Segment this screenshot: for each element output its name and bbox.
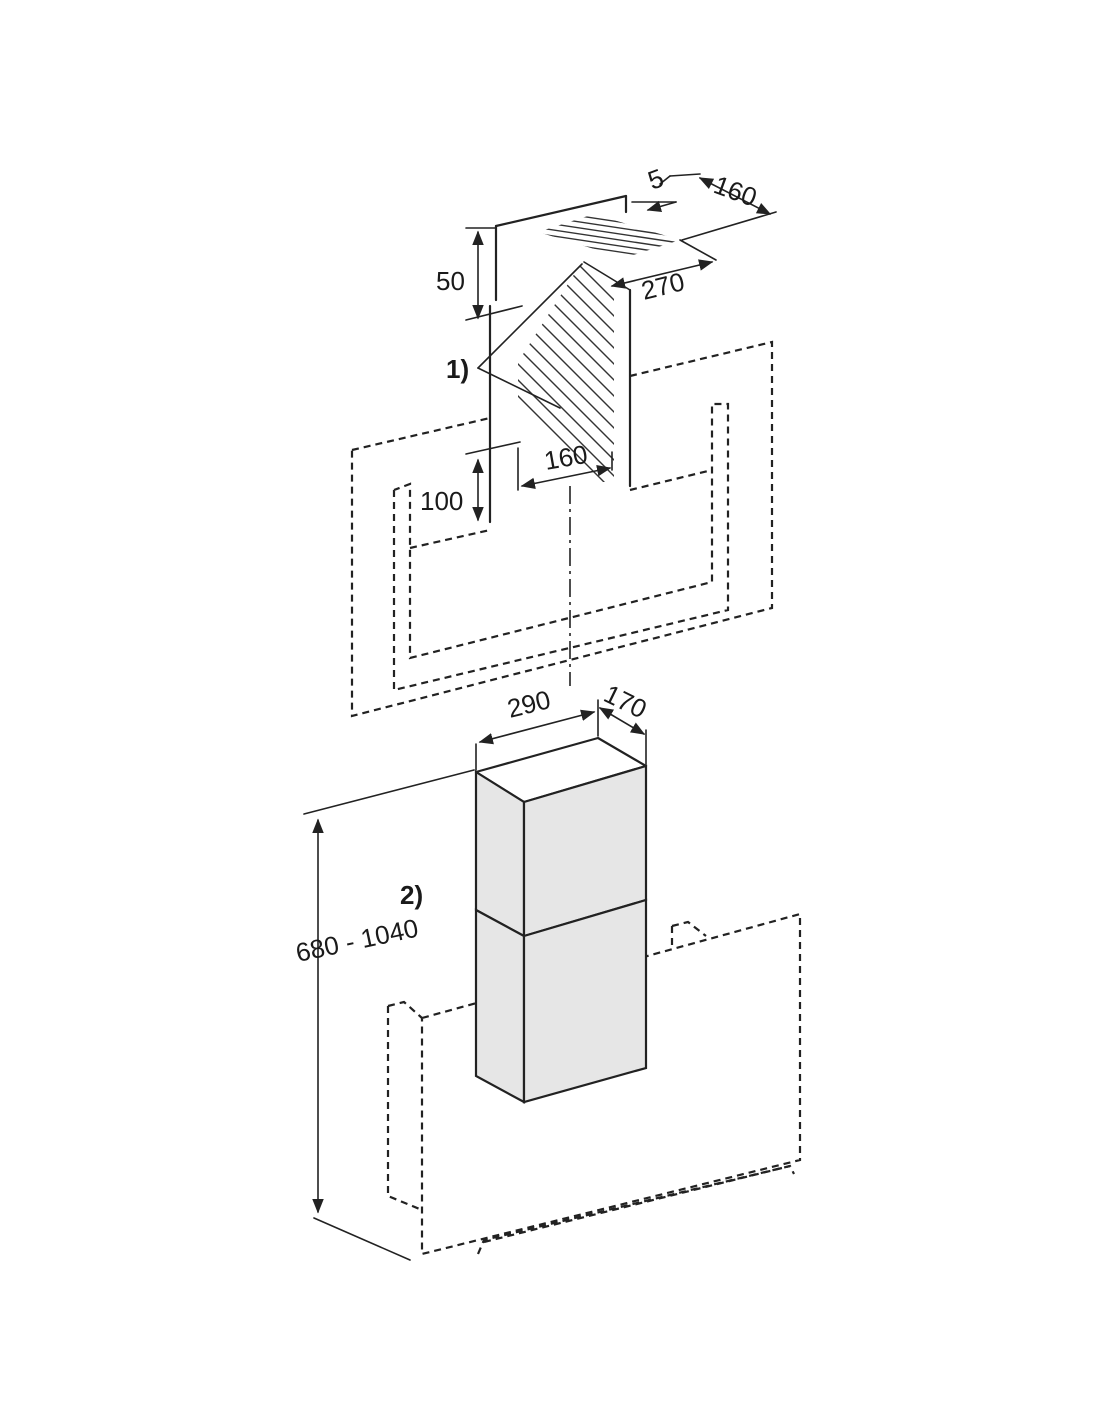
dim-top-depth: 160 [669,169,777,241]
chimney-lower-side [522,898,648,1104]
dim-height-50-label: 50 [436,266,465,296]
dim-height-100: 100 [420,441,521,522]
dim-width-160-label: 160 [542,439,590,476]
dim-width-290: 290 [475,684,599,771]
dim-height-100-label: 100 [420,486,463,516]
lower-assembly: 290 170 680 - 1040 2) [293,678,802,1261]
dim-top-gap-label: 5 [644,162,668,195]
dim-height-range: 680 - 1040 2) [293,769,475,1261]
dim-height-range-label: 680 - 1040 [293,913,421,968]
dim-depth-170-label: 170 [599,678,651,724]
chimney-upper-front [474,770,526,938]
callout-2-label: 2) [400,880,423,910]
mounting-frame-outline [350,340,774,718]
chimney [474,736,648,1104]
dim-width-160: 160 [517,439,613,491]
chimney-lower-front [474,908,526,1104]
upper-assembly: 1) 5 160 50 270 [350,162,777,718]
top-vent-hatch [538,214,680,258]
callout-1-label: 1) [446,354,469,384]
dim-height-50: 50 [436,227,523,321]
callout-1: 1) [446,263,583,409]
dim-width-290-label: 290 [504,684,553,724]
hood-outline [386,912,802,1256]
dim-width-270: 270 [610,239,717,306]
dim-top-gap: 5 [631,162,677,212]
dim-width-270-label: 270 [638,266,687,306]
